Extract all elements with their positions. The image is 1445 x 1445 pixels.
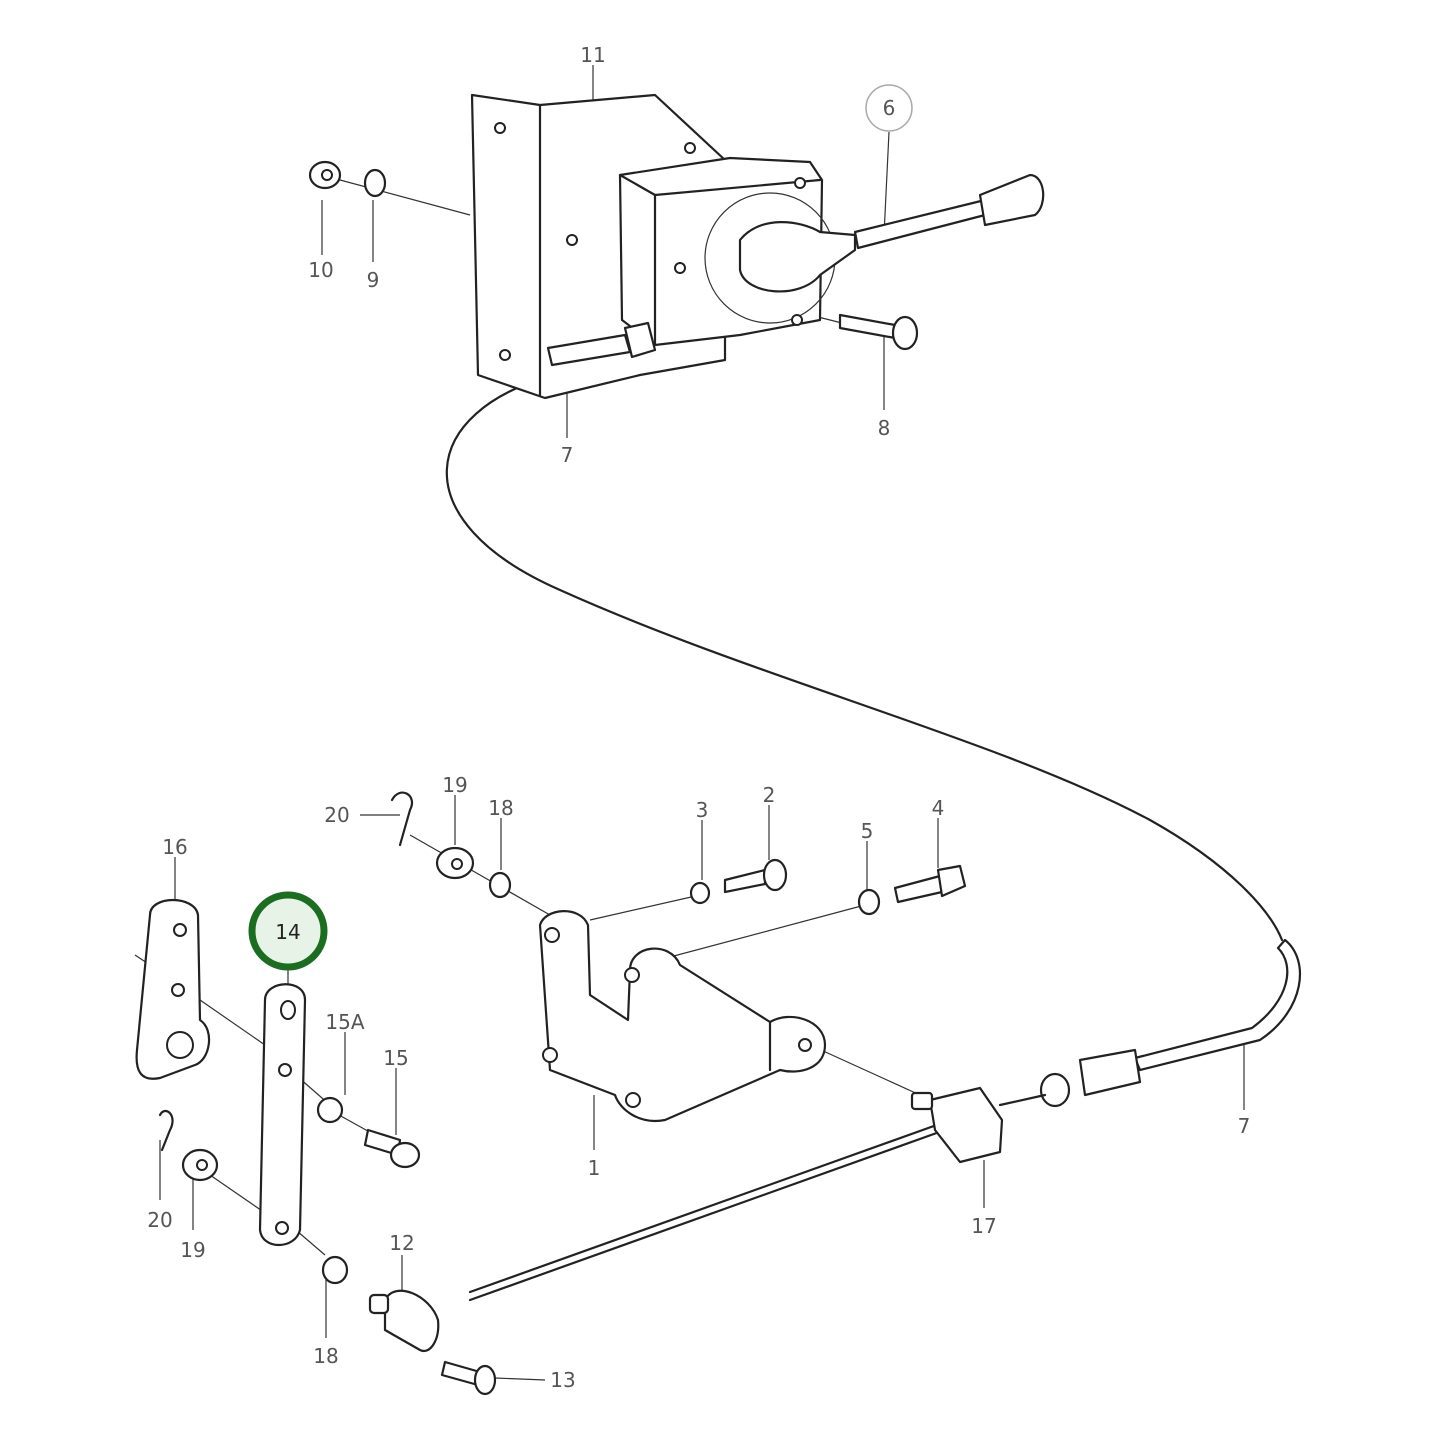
callout-13: 13 xyxy=(550,1368,575,1392)
washer-9 xyxy=(363,168,387,198)
callout-circle-6 xyxy=(865,84,913,132)
cable-nut xyxy=(1039,1072,1071,1108)
callout-18-bottom: 18 xyxy=(313,1344,338,1368)
callout-9: 9 xyxy=(367,268,380,292)
callout-5: 5 xyxy=(861,819,874,843)
callout-11: 11 xyxy=(580,43,605,67)
callout-15a: 15A xyxy=(325,1010,364,1034)
callout-19-top: 19 xyxy=(442,773,467,797)
callout-15: 15 xyxy=(383,1046,408,1070)
cotter-pin-20-bottom xyxy=(158,1109,174,1152)
callout-10: 10 xyxy=(308,258,333,282)
bracket-1 xyxy=(538,910,827,1123)
screw-2 xyxy=(723,868,767,894)
link-14 xyxy=(258,983,307,1246)
screw-8 xyxy=(838,313,897,340)
callout-3: 3 xyxy=(696,798,709,822)
rod xyxy=(468,1128,947,1302)
callout-1: 1 xyxy=(588,1156,601,1180)
washer-3 xyxy=(689,881,711,905)
cotter-pin-20-top xyxy=(390,791,413,847)
callout-14: 14 xyxy=(275,920,300,944)
lever-hub xyxy=(738,221,857,293)
cable-7 xyxy=(445,373,1284,942)
block-17 xyxy=(928,1086,1004,1164)
callout-16: 16 xyxy=(162,835,187,859)
highlight-circle-14[interactable] xyxy=(248,891,328,971)
callout-17: 17 xyxy=(971,1214,996,1238)
lever-knob xyxy=(978,173,1045,227)
washer-18-top xyxy=(488,871,512,899)
lever-6 xyxy=(853,198,987,250)
callout-7-top: 7 xyxy=(561,443,574,467)
callout-12: 12 xyxy=(389,1231,414,1255)
callout-7-bottom: 7 xyxy=(1238,1114,1251,1138)
callout-20-bottom: 20 xyxy=(147,1208,172,1232)
cable-end-fitting xyxy=(1078,1048,1142,1097)
callout-20-top: 20 xyxy=(324,803,349,827)
clamp-12 xyxy=(383,1289,440,1353)
callout-18-top: 18 xyxy=(488,796,513,820)
callout-2: 2 xyxy=(763,783,776,807)
callout-4: 4 xyxy=(932,796,945,820)
washer-5 xyxy=(857,888,881,916)
washer-15a xyxy=(316,1096,344,1124)
bolt-4 xyxy=(893,874,944,904)
callout-8: 8 xyxy=(878,416,891,440)
washer-18-bottom xyxy=(321,1255,349,1285)
callout-6: 6 xyxy=(883,96,896,120)
cable-sheath xyxy=(1133,938,1302,1072)
callout-19-bottom: 19 xyxy=(180,1238,205,1262)
